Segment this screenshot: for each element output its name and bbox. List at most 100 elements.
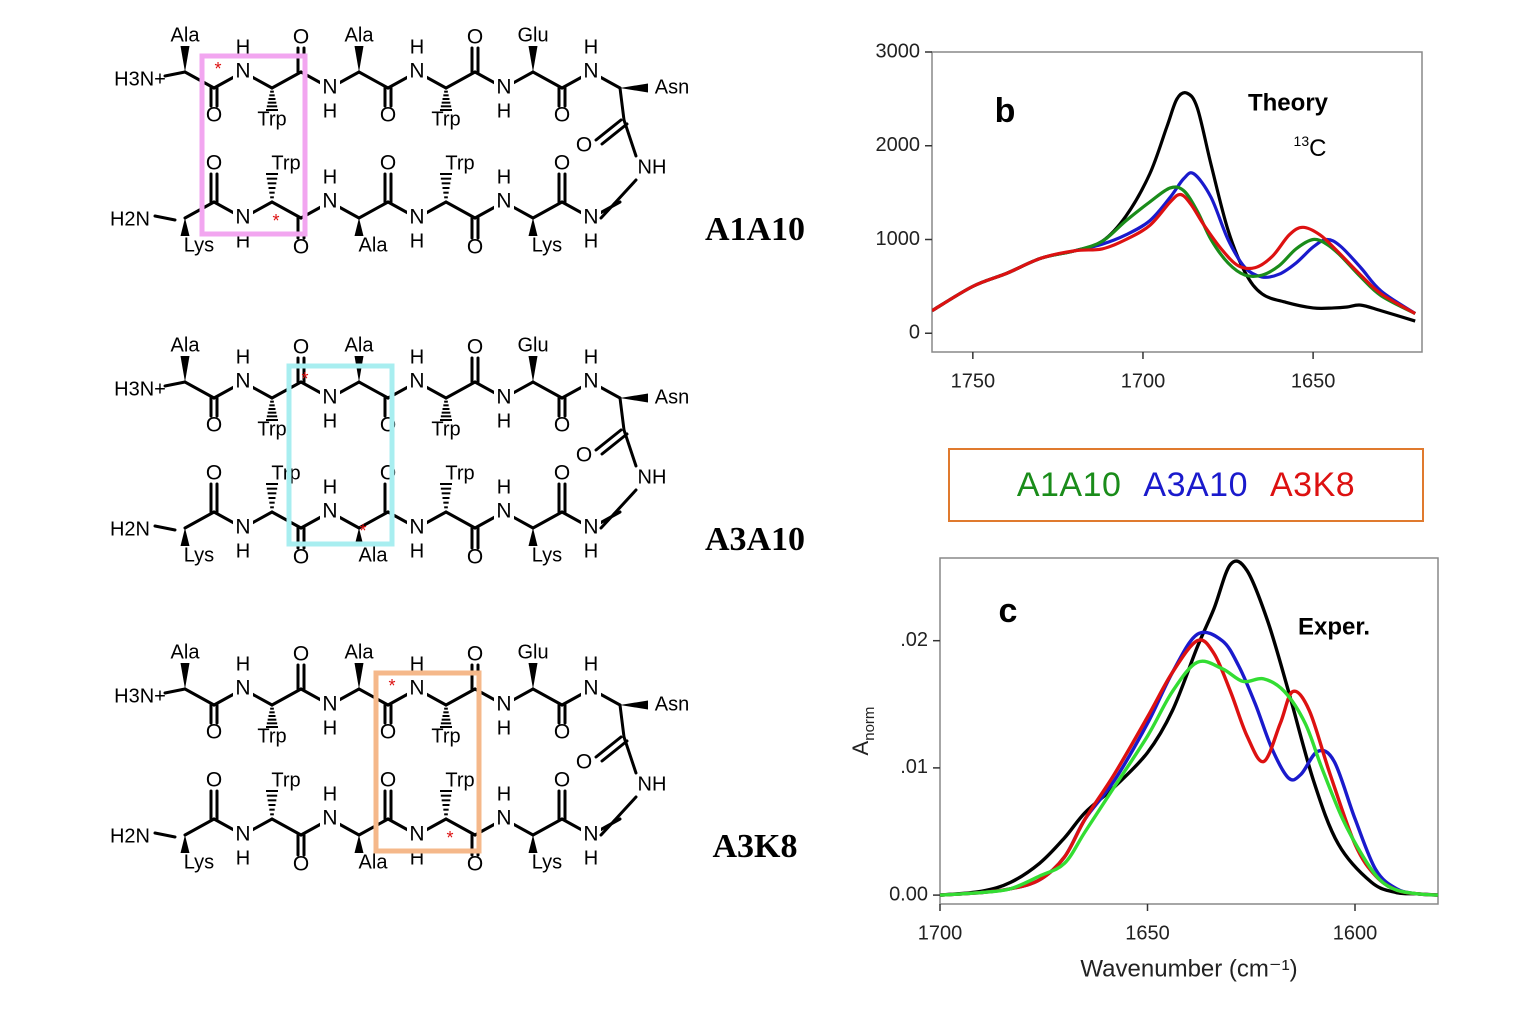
hydrogen-atom: H [584, 847, 598, 869]
residue-label: Asn [655, 386, 689, 408]
atom-bg [494, 191, 514, 213]
bond [153, 214, 177, 222]
nitrogen-atom: N [322, 693, 337, 716]
atom-bg [233, 824, 253, 846]
oxygen-atom: O [576, 751, 592, 774]
oxygen-atom: O [467, 546, 483, 569]
atom-bg [494, 387, 514, 409]
nitrogen-atom: N [235, 60, 250, 83]
isotope-star: * [359, 521, 366, 541]
oxygen-atom: O [576, 134, 592, 157]
oxygen-atom: O [467, 643, 483, 666]
bond [612, 178, 638, 206]
bond [183, 510, 216, 530]
oxygen-atom: O [380, 104, 396, 127]
wedge-bond [620, 83, 648, 93]
atom-bg [581, 678, 601, 700]
nitrogen-atom: N [235, 823, 250, 846]
nitrogen-atom: N [409, 677, 424, 700]
bond [600, 739, 629, 763]
nitrogen-atom: N [496, 807, 511, 830]
amide-nh: NH [638, 466, 667, 488]
hydrogen-atom: H [323, 166, 337, 188]
bond [600, 432, 629, 456]
wedge-bond [620, 700, 648, 710]
atom-bg [320, 387, 340, 409]
nitrogen-atom: N [322, 190, 337, 213]
atom-bg [494, 77, 514, 99]
hash-bond [440, 173, 452, 199]
oxygen-atom: O [554, 721, 570, 744]
atom-bg [581, 824, 601, 846]
nitrogen-atom: N [583, 677, 598, 700]
hash-bond [440, 790, 452, 816]
hash-bond [266, 483, 278, 509]
x-tick-label: 1650 [1125, 922, 1170, 944]
atom-bg [407, 207, 427, 229]
residue-label: Trp [271, 152, 300, 174]
nitrogen-atom: N [322, 386, 337, 409]
wedge-bond [354, 356, 364, 382]
residue-label: Ala [171, 24, 201, 46]
series-group [940, 559, 1438, 897]
bond [531, 510, 564, 530]
residue-label: Ala [345, 334, 375, 356]
atom-bg [320, 808, 340, 830]
bond [612, 795, 638, 823]
atom-bg [407, 61, 427, 83]
nitrogen-atom: N [583, 370, 598, 393]
legend-item-a3k8: A3K8 [1270, 465, 1356, 504]
wedge-bond [528, 46, 538, 72]
legend-box: A1A10 A3A10 A3K8 [948, 448, 1424, 522]
hydrogen-atom: H [236, 36, 250, 58]
isotope-star: * [272, 211, 279, 231]
residue-label: Glu [517, 334, 548, 356]
residue-label: Ala [359, 851, 389, 873]
bond [531, 817, 564, 837]
series-line-3 [932, 192, 1416, 315]
wedge-bond [180, 46, 190, 72]
bond [612, 488, 638, 516]
residue-label: Lys [184, 851, 214, 873]
nitrogen-atom: N [235, 677, 250, 700]
hydrogen-atom: H [584, 346, 598, 368]
atom-bg [320, 191, 340, 213]
oxygen-atom: O [380, 152, 396, 175]
y-tick-label: 0.00 [889, 883, 928, 905]
y-tick-label: 1000 [876, 228, 921, 250]
residue-label: Glu [517, 641, 548, 663]
bond [270, 70, 303, 90]
atom-bg [407, 824, 427, 846]
oxygen-atom: O [293, 236, 309, 259]
bond [183, 687, 216, 707]
nitrogen-atom: N [322, 807, 337, 830]
nitrogen-atom: N [583, 823, 598, 846]
nitrogen-atom: N [496, 76, 511, 99]
nitrogen-atom: N [235, 516, 250, 539]
atom-bg [233, 207, 253, 229]
x-axis-label: Wavenumber (cm⁻¹) [1080, 955, 1297, 982]
atom-bg [320, 501, 340, 523]
atom-bg [581, 207, 601, 229]
wedge-bond [528, 356, 538, 382]
hydrogen-atom: H [236, 346, 250, 368]
wedge-bond [354, 835, 364, 853]
oxygen-atom: O [206, 152, 222, 175]
hydrogen-atom: H [236, 653, 250, 675]
wedge-bond [354, 663, 364, 689]
c-terminus: H2N [110, 518, 150, 540]
hash-bond [266, 707, 278, 728]
hash-bond [440, 400, 452, 421]
oxygen-atom: O [206, 721, 222, 744]
wedge-bond [528, 218, 538, 236]
atom-bg [494, 808, 514, 830]
nitrogen-atom: N [409, 370, 424, 393]
residue-label: Asn [655, 693, 689, 715]
y-axis-label: Anorm [848, 707, 878, 756]
c-terminus: H2N [110, 825, 150, 847]
atom-bg [407, 678, 427, 700]
nitrogen-atom: N [235, 206, 250, 229]
hydrogen-atom: H [497, 717, 511, 739]
